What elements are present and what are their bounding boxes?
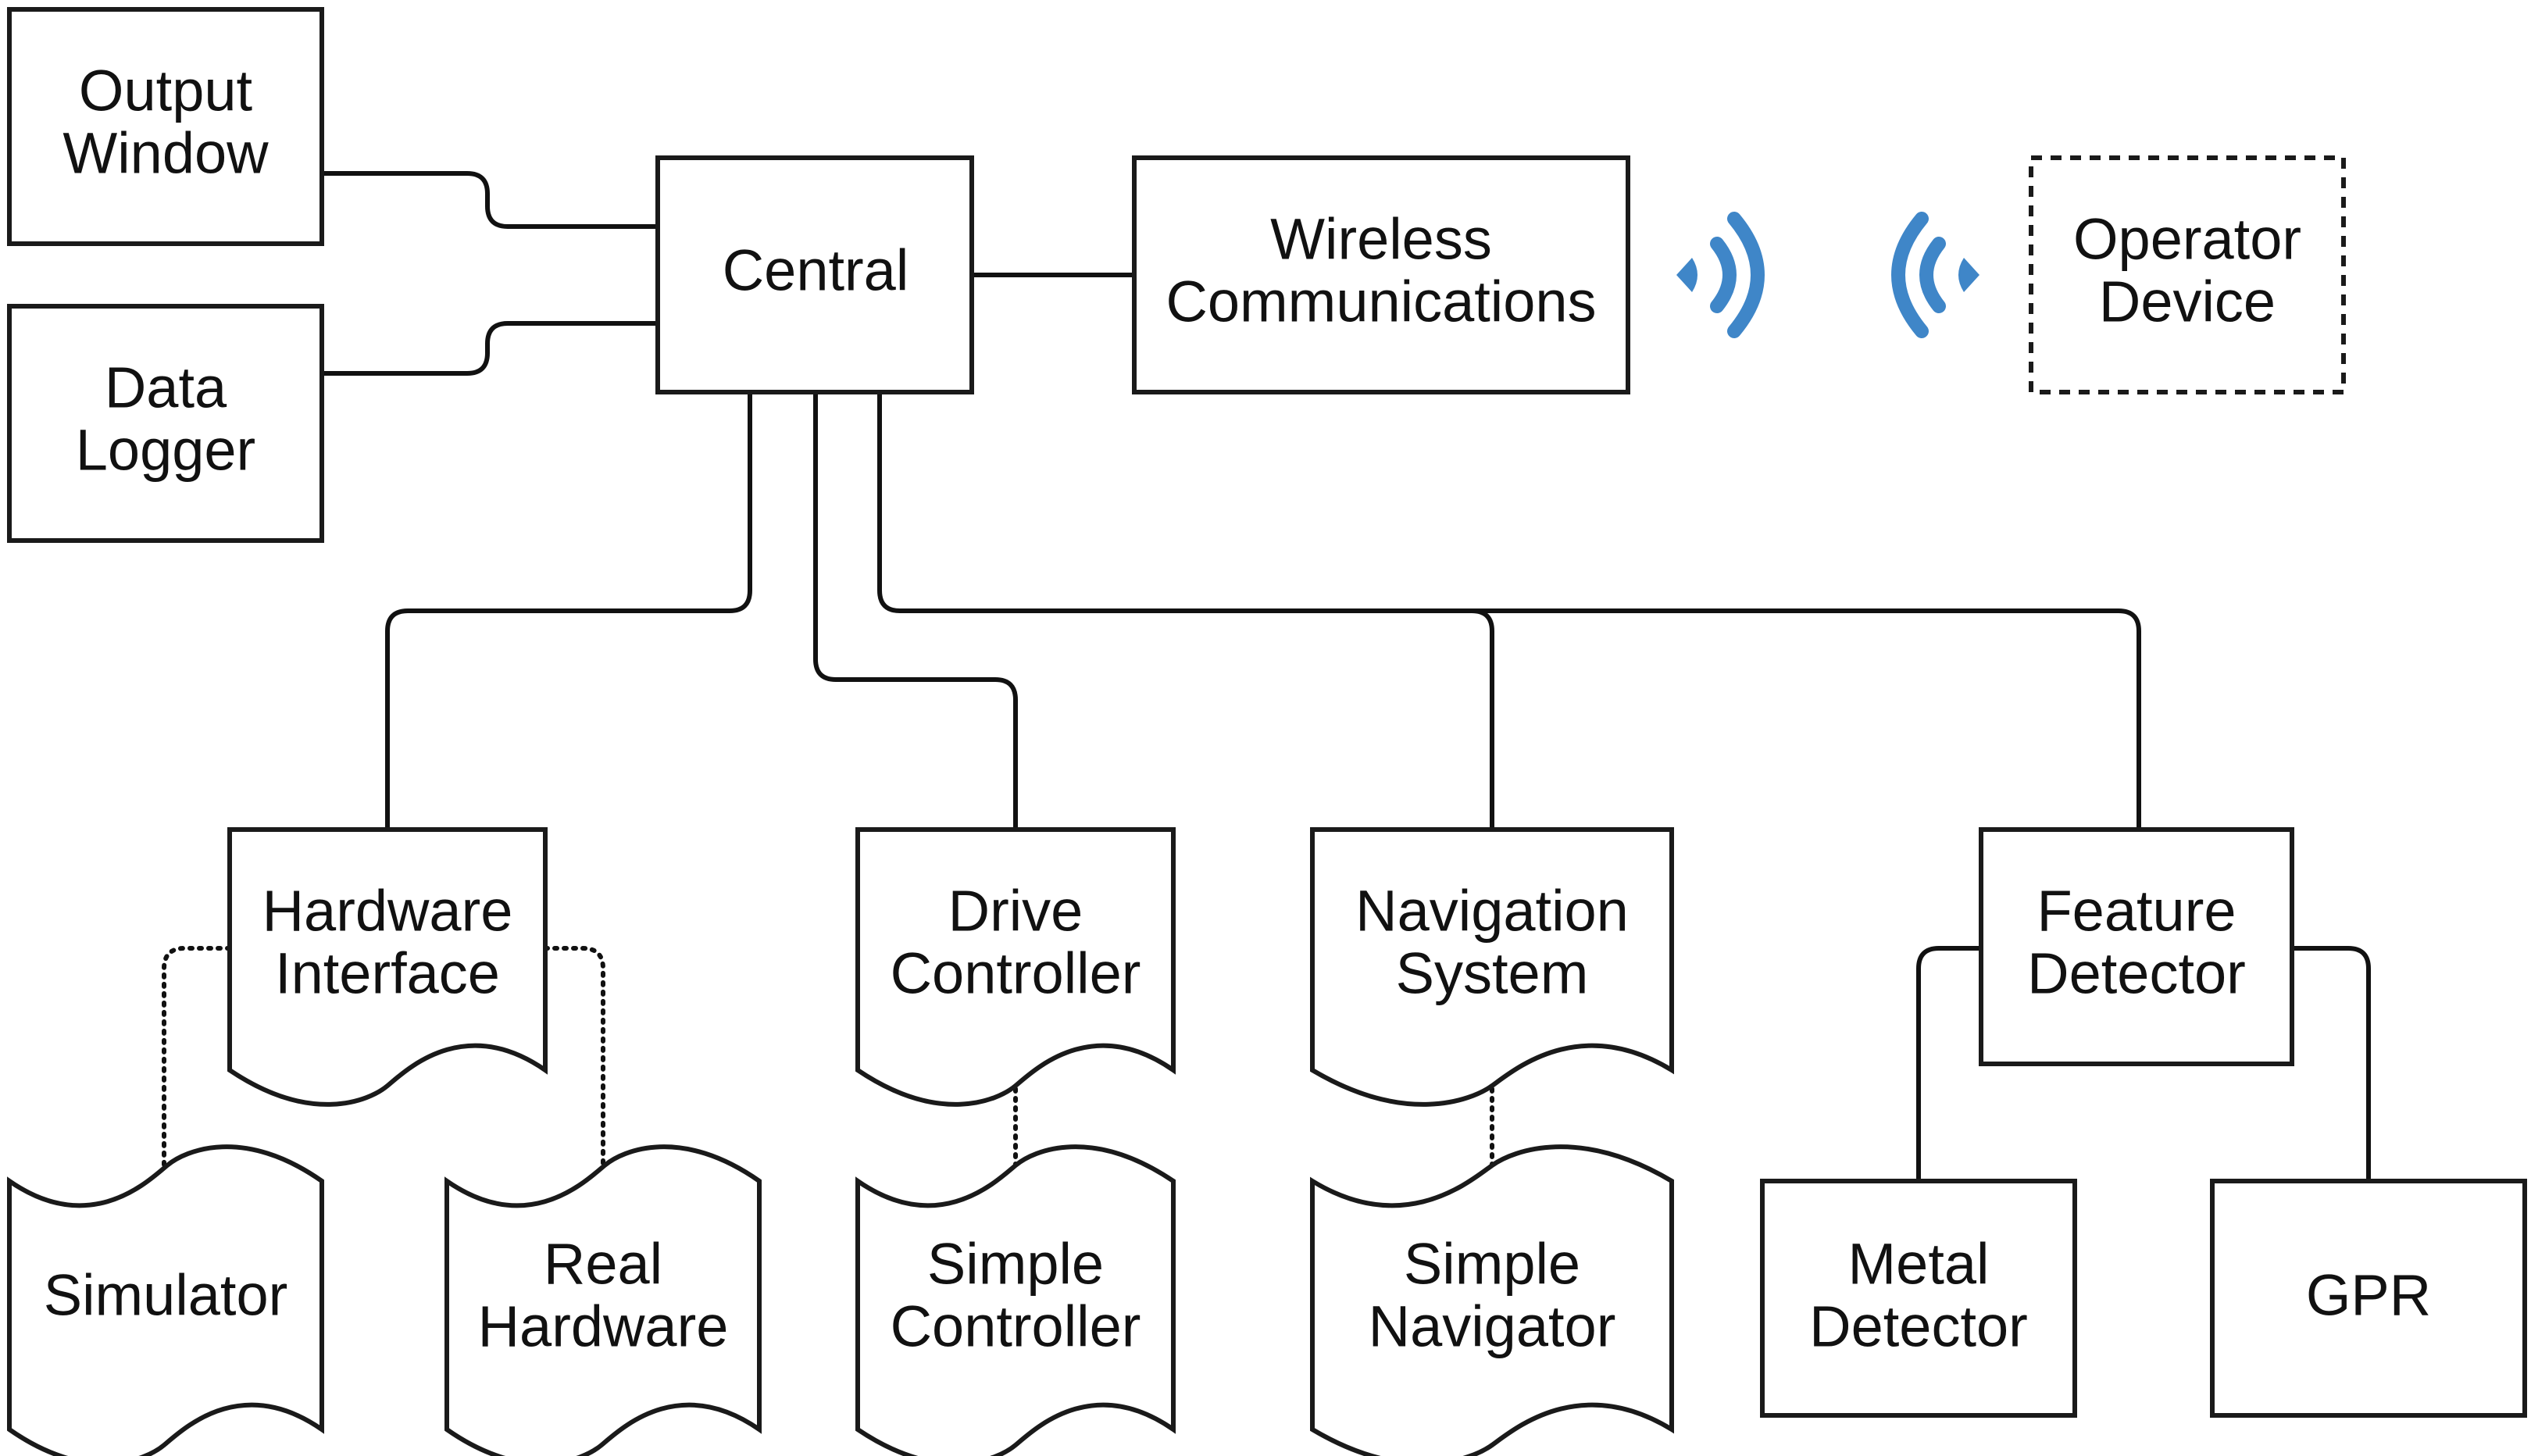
wireless-label-line1: Wireless bbox=[1270, 207, 1492, 272]
node-real-hardware[interactable]: Real Hardware bbox=[444, 1144, 762, 1456]
drive-controller-label-line2: Controller bbox=[891, 941, 1141, 1006]
node-operator-device[interactable]: Operator Device bbox=[2029, 155, 2346, 394]
node-metal-detector[interactable]: Metal Detector bbox=[1760, 1179, 2077, 1418]
node-data-logger[interactable]: Data Logger bbox=[7, 304, 324, 543]
connector-feature-detector-gpr bbox=[2292, 946, 2371, 1181]
metal-detector-label-line2: Detector bbox=[1809, 1294, 2028, 1359]
metal-detector-label-line1: Metal bbox=[1848, 1232, 1990, 1297]
operator-device-label-line1: Operator bbox=[2073, 207, 2301, 272]
operator-device-label-line2: Device bbox=[2099, 269, 2276, 334]
wireless-signal-outgoing-icon bbox=[1676, 212, 1765, 338]
output-window-label-line2: Window bbox=[62, 121, 269, 186]
simple-navigator-label-line1: Simple bbox=[1404, 1232, 1580, 1297]
wireless-label-line2: Communications bbox=[1166, 269, 1596, 334]
connector-hardware-interface-simulator[interactable] bbox=[162, 946, 232, 1174]
hardware-interface-label-line2: Interface bbox=[275, 941, 500, 1006]
central-label: Central bbox=[723, 238, 909, 303]
simple-controller-label-line1: Simple bbox=[927, 1232, 1104, 1297]
connector-output-window-central bbox=[322, 171, 658, 229]
navigation-system-label-line2: System bbox=[1396, 941, 1589, 1006]
gpr-label: GPR bbox=[2306, 1263, 2431, 1328]
feature-detector-label-line1: Feature bbox=[2037, 879, 2236, 944]
node-gpr[interactable]: GPR bbox=[2210, 1179, 2527, 1418]
connector-central-hardware-interface bbox=[385, 392, 752, 830]
connector-central-navigation-system bbox=[877, 392, 1494, 830]
node-feature-detector[interactable]: Feature Detector bbox=[1979, 827, 2294, 1066]
simple-navigator-label-line2: Navigator bbox=[1369, 1294, 1616, 1359]
node-wireless-communications[interactable]: Wireless Communications bbox=[1132, 155, 1630, 394]
data-logger-label-line1: Data bbox=[105, 355, 227, 420]
navigation-system-label-line1: Navigation bbox=[1355, 879, 1629, 944]
simulator-label: Simulator bbox=[44, 1263, 288, 1328]
node-hardware-interface[interactable]: Hardware Interface bbox=[227, 827, 548, 1107]
connector-feature-detector-metal-detector bbox=[1916, 946, 1981, 1181]
node-central[interactable]: Central bbox=[655, 155, 974, 394]
node-drive-controller[interactable]: Drive Controller bbox=[855, 827, 1176, 1107]
data-logger-label-line2: Logger bbox=[76, 418, 255, 483]
feature-detector-label-line2: Detector bbox=[2027, 941, 2246, 1006]
output-window-label-line1: Output bbox=[79, 59, 253, 123]
connector-hardware-interface-real-hardware[interactable] bbox=[543, 946, 605, 1183]
connector-central-drive-controller bbox=[813, 392, 1018, 830]
real-hardware-label-line2: Hardware bbox=[478, 1294, 729, 1359]
signal-dot-incoming bbox=[1958, 258, 1979, 292]
node-simulator[interactable]: Simulator bbox=[7, 1144, 324, 1456]
node-simple-controller[interactable]: Simple Controller bbox=[855, 1144, 1176, 1456]
wireless-signal-incoming-icon bbox=[1891, 212, 1979, 338]
hardware-interface-label-line1: Hardware bbox=[262, 879, 513, 944]
signal-dot-outgoing bbox=[1676, 258, 1697, 292]
drive-controller-label-line1: Drive bbox=[948, 879, 1083, 944]
simple-controller-label-line2: Controller bbox=[891, 1294, 1141, 1359]
node-output-window[interactable]: Output Window bbox=[7, 7, 324, 246]
node-navigation-system[interactable]: Navigation System bbox=[1310, 827, 1674, 1107]
connector-central-feature-detector bbox=[1472, 608, 2141, 830]
node-simple-navigator[interactable]: Simple Navigator bbox=[1310, 1144, 1674, 1456]
connector-data-logger-central bbox=[322, 321, 658, 376]
real-hardware-label-line1: Real bbox=[544, 1232, 662, 1297]
